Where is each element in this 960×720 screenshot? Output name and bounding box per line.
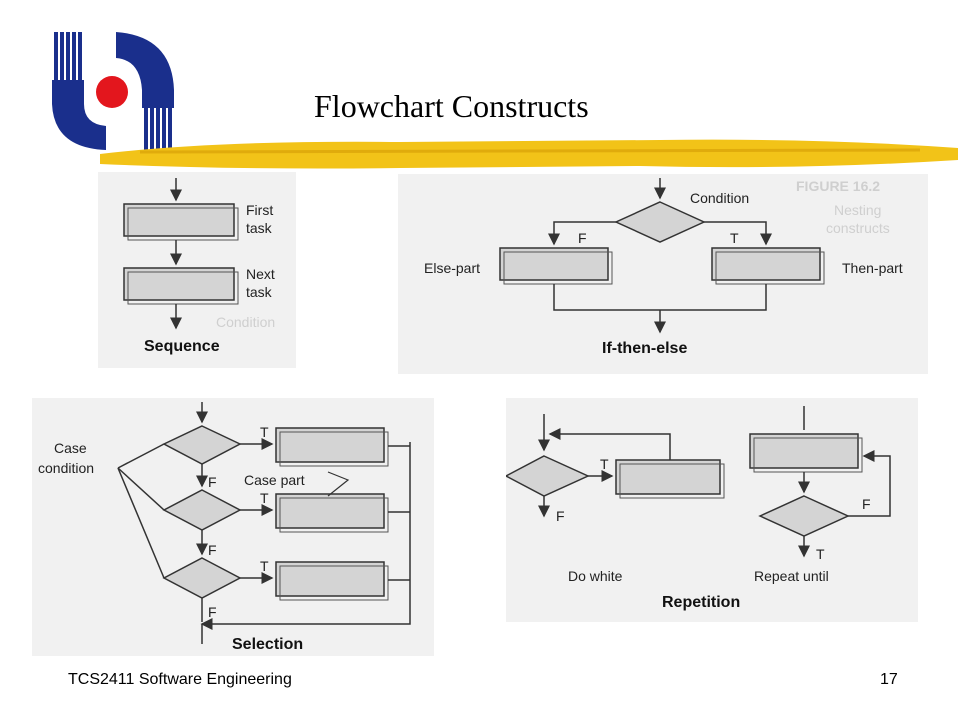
case-condition-label-1: Case — [54, 440, 87, 456]
case-part-box-1 — [275, 427, 385, 463]
sequence-bg-text: Condition — [216, 314, 276, 330]
if-then-else-caption: If-then-else — [602, 340, 688, 357]
selection-true-3: T — [260, 558, 269, 574]
selection-false-3: F — [208, 604, 217, 620]
if-then-else-panel: FIGURE 16.2 Nesting constructs Condition… — [398, 174, 928, 374]
case-diamond-3 — [162, 557, 242, 599]
case-condition-label-2: condition — [38, 460, 95, 476]
repetition-caption: Repetition — [662, 594, 741, 611]
then-part-box — [711, 247, 821, 281]
do-while-box — [615, 459, 721, 495]
selection-false-2: F — [208, 542, 217, 558]
selection-true-2: T — [260, 490, 269, 506]
figure-bg-sub-1: Nesting — [834, 202, 882, 218]
selection-panel: Case condition T T T F F F Case part Sel… — [32, 398, 434, 656]
do-while-diamond — [506, 455, 590, 497]
repetition-diagram — [506, 406, 891, 558]
do-while-label: Do white — [568, 568, 623, 584]
do-while-false: F — [556, 508, 565, 524]
repeat-until-false: F — [862, 496, 871, 512]
else-part-label: Else-part — [424, 260, 481, 276]
first-task-box — [123, 203, 235, 237]
else-part-box — [499, 247, 609, 281]
sequence-panel: Condition First task Next task Sequence — [98, 172, 296, 368]
true-label: T — [730, 230, 739, 246]
repeat-until-label: Repeat until — [754, 568, 829, 584]
next-task-box — [123, 267, 235, 301]
false-label: F — [578, 230, 587, 246]
selection-caption: Selection — [232, 636, 304, 653]
repeat-until-diamond — [758, 495, 850, 537]
case-part-box-2 — [275, 493, 385, 529]
case-part-box-3 — [275, 561, 385, 597]
first-task-label-2: task — [246, 220, 272, 236]
case-diamond-2 — [162, 489, 242, 531]
repetition-panel: T F F T Do white Repeat until Repetition — [506, 398, 918, 622]
case-diamond-1 — [162, 425, 242, 465]
condition-label: Condition — [690, 190, 750, 206]
sequence-diagram — [123, 178, 239, 330]
next-task-label-2: task — [246, 284, 272, 300]
university-logo — [52, 32, 174, 154]
selection-true-1: T — [260, 424, 269, 440]
yellow-brush-stroke — [100, 139, 958, 169]
page-number: 17 — [880, 671, 898, 688]
repeat-until-box — [749, 433, 859, 469]
figure-bg-sub-2: constructs — [826, 220, 890, 236]
selection-false-1: F — [208, 474, 217, 490]
do-while-true: T — [600, 456, 609, 472]
then-part-label: Then-part — [842, 260, 903, 276]
figure-bg-heading: FIGURE 16.2 — [796, 178, 881, 194]
case-part-label: Case part — [244, 472, 305, 488]
footer-course-name: TCS2411 Software Engineering — [68, 671, 292, 688]
repeat-until-true: T — [816, 546, 825, 562]
selection-diagram — [117, 402, 411, 644]
sequence-caption: Sequence — [144, 338, 220, 355]
first-task-label-1: First — [246, 202, 274, 218]
next-task-label-1: Next — [246, 266, 275, 282]
slide-title: Flowchart Constructs — [314, 88, 589, 124]
condition-diamond — [614, 201, 706, 243]
if-then-else-diagram — [499, 178, 825, 334]
